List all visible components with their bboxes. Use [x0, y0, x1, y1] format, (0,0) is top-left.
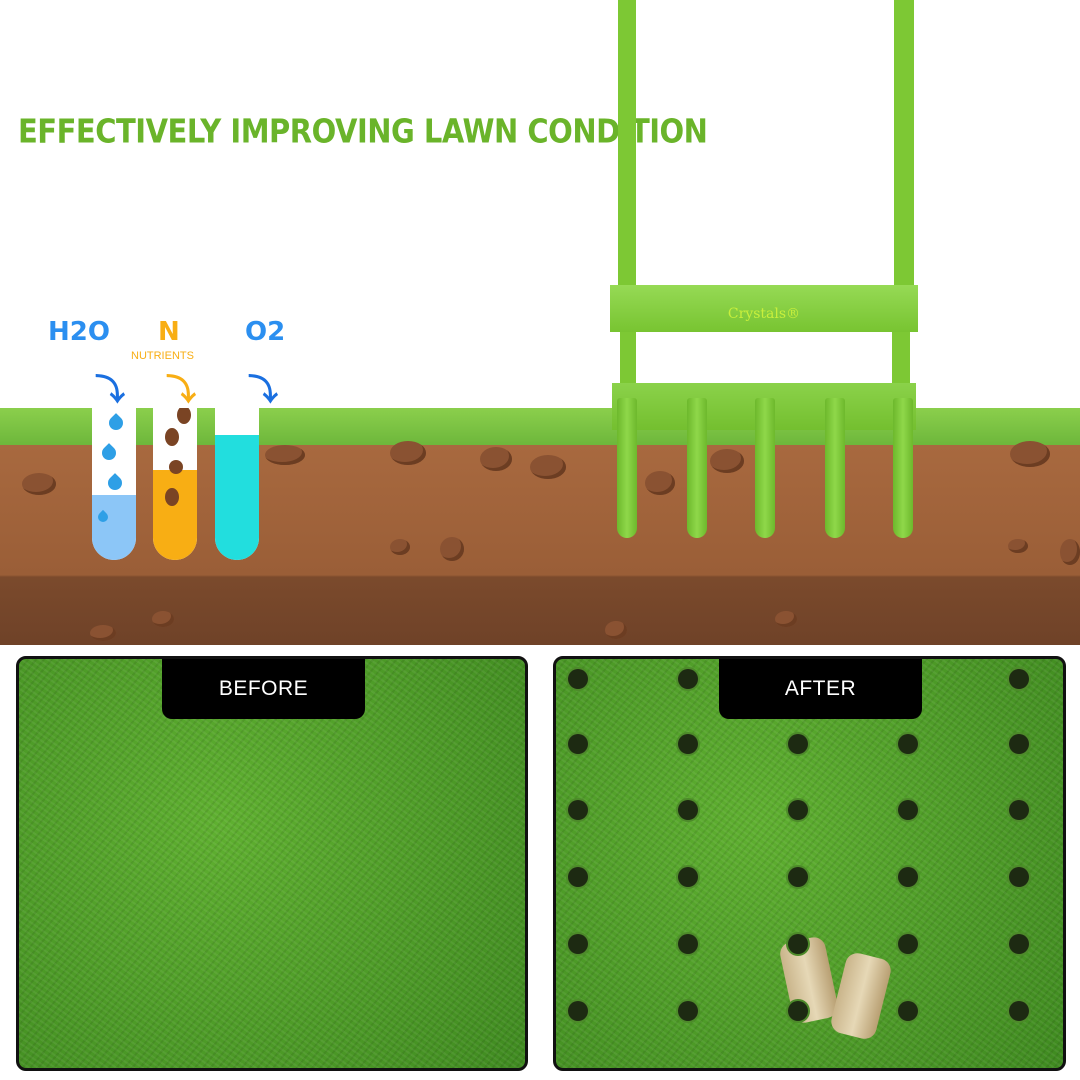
water-label: H2O	[48, 317, 110, 347]
aeration-hole	[678, 734, 698, 754]
nitrogen-label: N	[158, 317, 180, 347]
aeration-hole	[788, 934, 808, 954]
aeration-hole	[678, 669, 698, 689]
brand-label: Crystals®	[610, 285, 918, 332]
oxygen-label: O2	[245, 317, 286, 347]
aeration-hole	[568, 669, 588, 689]
aeration-hole	[898, 867, 918, 887]
nutrients-label: NUTRIENTS	[131, 350, 194, 362]
oxygen-tube	[215, 408, 259, 560]
aeration-hole	[678, 1001, 698, 1021]
aeration-hole	[788, 800, 808, 820]
aeration-hole	[568, 934, 588, 954]
before-lawn-panel: BEFORE	[16, 656, 528, 1071]
aeration-hole	[1009, 669, 1029, 689]
nutrient-tube	[153, 408, 197, 560]
aeration-hole	[898, 800, 918, 820]
arrow-down-icon: ⤵	[95, 373, 125, 408]
arrow-down-icon: ⤵	[248, 373, 278, 408]
headline: EFFECTIVELY IMPROVING LAWN CONDITION	[18, 111, 708, 151]
aeration-hole	[568, 800, 588, 820]
aeration-hole	[1009, 934, 1029, 954]
aeration-hole	[788, 734, 808, 754]
aeration-hole	[1009, 867, 1029, 887]
before-label: BEFORE	[162, 659, 365, 719]
after-lawn-panel: AFTER	[553, 656, 1066, 1071]
aeration-hole	[788, 867, 808, 887]
aeration-hole	[568, 1001, 588, 1021]
soil-plug	[828, 950, 894, 1042]
aeration-hole	[1009, 734, 1029, 754]
water-tube	[92, 408, 136, 560]
arrow-down-icon: ⤵	[166, 373, 196, 408]
aeration-hole	[678, 800, 698, 820]
aeration-hole	[568, 867, 588, 887]
aeration-hole	[678, 867, 698, 887]
aeration-hole	[788, 1001, 808, 1021]
after-label: AFTER	[719, 659, 922, 719]
aeration-hole	[568, 734, 588, 754]
aeration-hole	[678, 934, 698, 954]
aeration-hole	[1009, 800, 1029, 820]
aeration-hole	[898, 934, 918, 954]
aeration-hole	[898, 734, 918, 754]
aeration-hole	[898, 1001, 918, 1021]
aeration-hole	[1009, 1001, 1029, 1021]
